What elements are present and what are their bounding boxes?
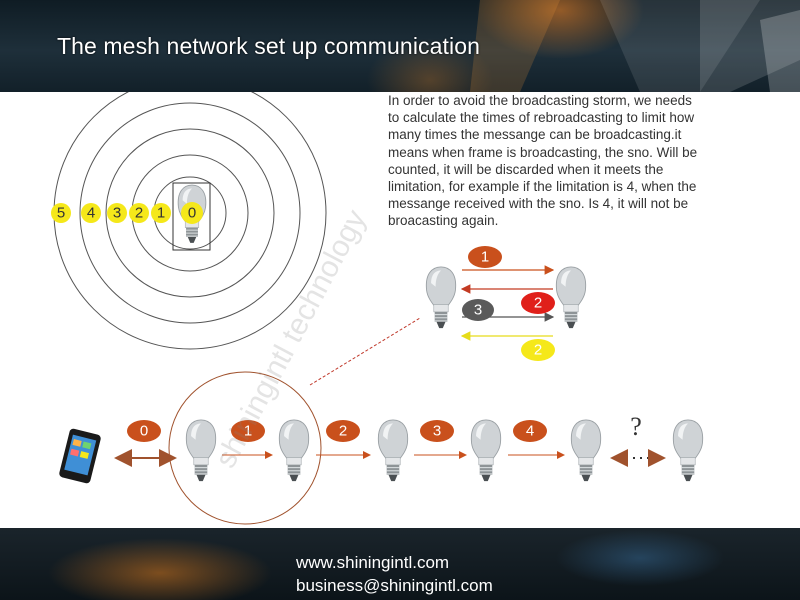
- bulb-icon: [425, 266, 457, 329]
- header-banner: [0, 0, 800, 92]
- hop-badge: 4: [513, 420, 547, 442]
- ring-level-badge: 1: [151, 203, 171, 223]
- description-line: limitation, for example if the limitatio…: [388, 179, 697, 195]
- hop-badge: 2: [326, 420, 360, 442]
- hop-badge: 3: [420, 420, 454, 442]
- description-line: counted, it will be discarded when it me…: [388, 161, 664, 177]
- exchange-step-label: 2: [534, 295, 542, 312]
- hop-label: 3: [433, 423, 441, 440]
- bulb-icon: [278, 419, 310, 482]
- ring-level-badge: 2: [129, 203, 149, 223]
- exchange-step-badge: 1: [468, 246, 502, 268]
- ring-label: 0: [188, 205, 196, 222]
- ring-level-badge: 0: [181, 202, 203, 224]
- exchange-step-label: 3: [474, 302, 482, 319]
- footer-banner: [0, 528, 800, 600]
- header-decoration: [470, 0, 800, 92]
- bulb-icon: [555, 266, 587, 329]
- exchange-step-badge: 2: [521, 339, 555, 361]
- bulb-icon: [672, 419, 704, 482]
- ring-level-badge: 3: [107, 203, 127, 223]
- footer-email: business@shiningintl.com: [296, 576, 493, 595]
- exchange-step-badge: 2: [521, 292, 555, 314]
- phone-icon: [59, 428, 101, 484]
- description-line: means when frame is broadcasting, the sn…: [388, 144, 698, 160]
- center-node-frame: [172, 182, 211, 251]
- exchange-step-label: 2: [534, 342, 542, 359]
- ring-label: 3: [113, 205, 121, 222]
- hop-label: 1: [244, 423, 252, 440]
- bulb-icon: [377, 419, 409, 482]
- ring-label: 2: [135, 205, 143, 222]
- description-line: broacasting again.: [388, 213, 499, 229]
- ring-level-badge: 5: [51, 203, 71, 223]
- ring-label: 5: [57, 205, 65, 222]
- description-line: to calculate the times of rebroadcasting…: [388, 110, 695, 126]
- unknown-hop-mark: ?: [630, 412, 642, 441]
- mesh-diagram: 5 4 3 2 1 0 1 2 3 2: [51, 92, 704, 525]
- ring-label: 1: [157, 205, 165, 222]
- ring-level-badge: 4: [81, 203, 101, 223]
- exchange-step-badge: 3: [462, 299, 494, 321]
- description-text: In order to avoid the broadcasting storm…: [388, 92, 764, 230]
- hop-label: 4: [526, 423, 534, 440]
- description-line: many times the messange can be broadcast…: [388, 127, 682, 143]
- bulb-icon: [570, 419, 602, 482]
- bulb-icon: [470, 419, 502, 482]
- exchange-step-label: 1: [481, 249, 489, 266]
- hop-highlight-circle: [168, 371, 322, 525]
- description-line: messange received with the sno. Is 4, it…: [388, 196, 689, 212]
- ring-label: 4: [87, 205, 95, 222]
- bulb-icon: [185, 419, 217, 482]
- connector-line: [309, 317, 421, 386]
- hop-label: 0: [140, 423, 148, 440]
- hop-badge: 1: [231, 420, 265, 442]
- footer-website: www.shiningintl.com: [296, 553, 450, 572]
- page-title: The mesh network set up communication: [57, 33, 481, 59]
- hop-label: 2: [339, 423, 347, 440]
- description-line: In order to avoid the broadcasting storm…: [388, 93, 692, 108]
- hop-badge: 0: [127, 420, 161, 442]
